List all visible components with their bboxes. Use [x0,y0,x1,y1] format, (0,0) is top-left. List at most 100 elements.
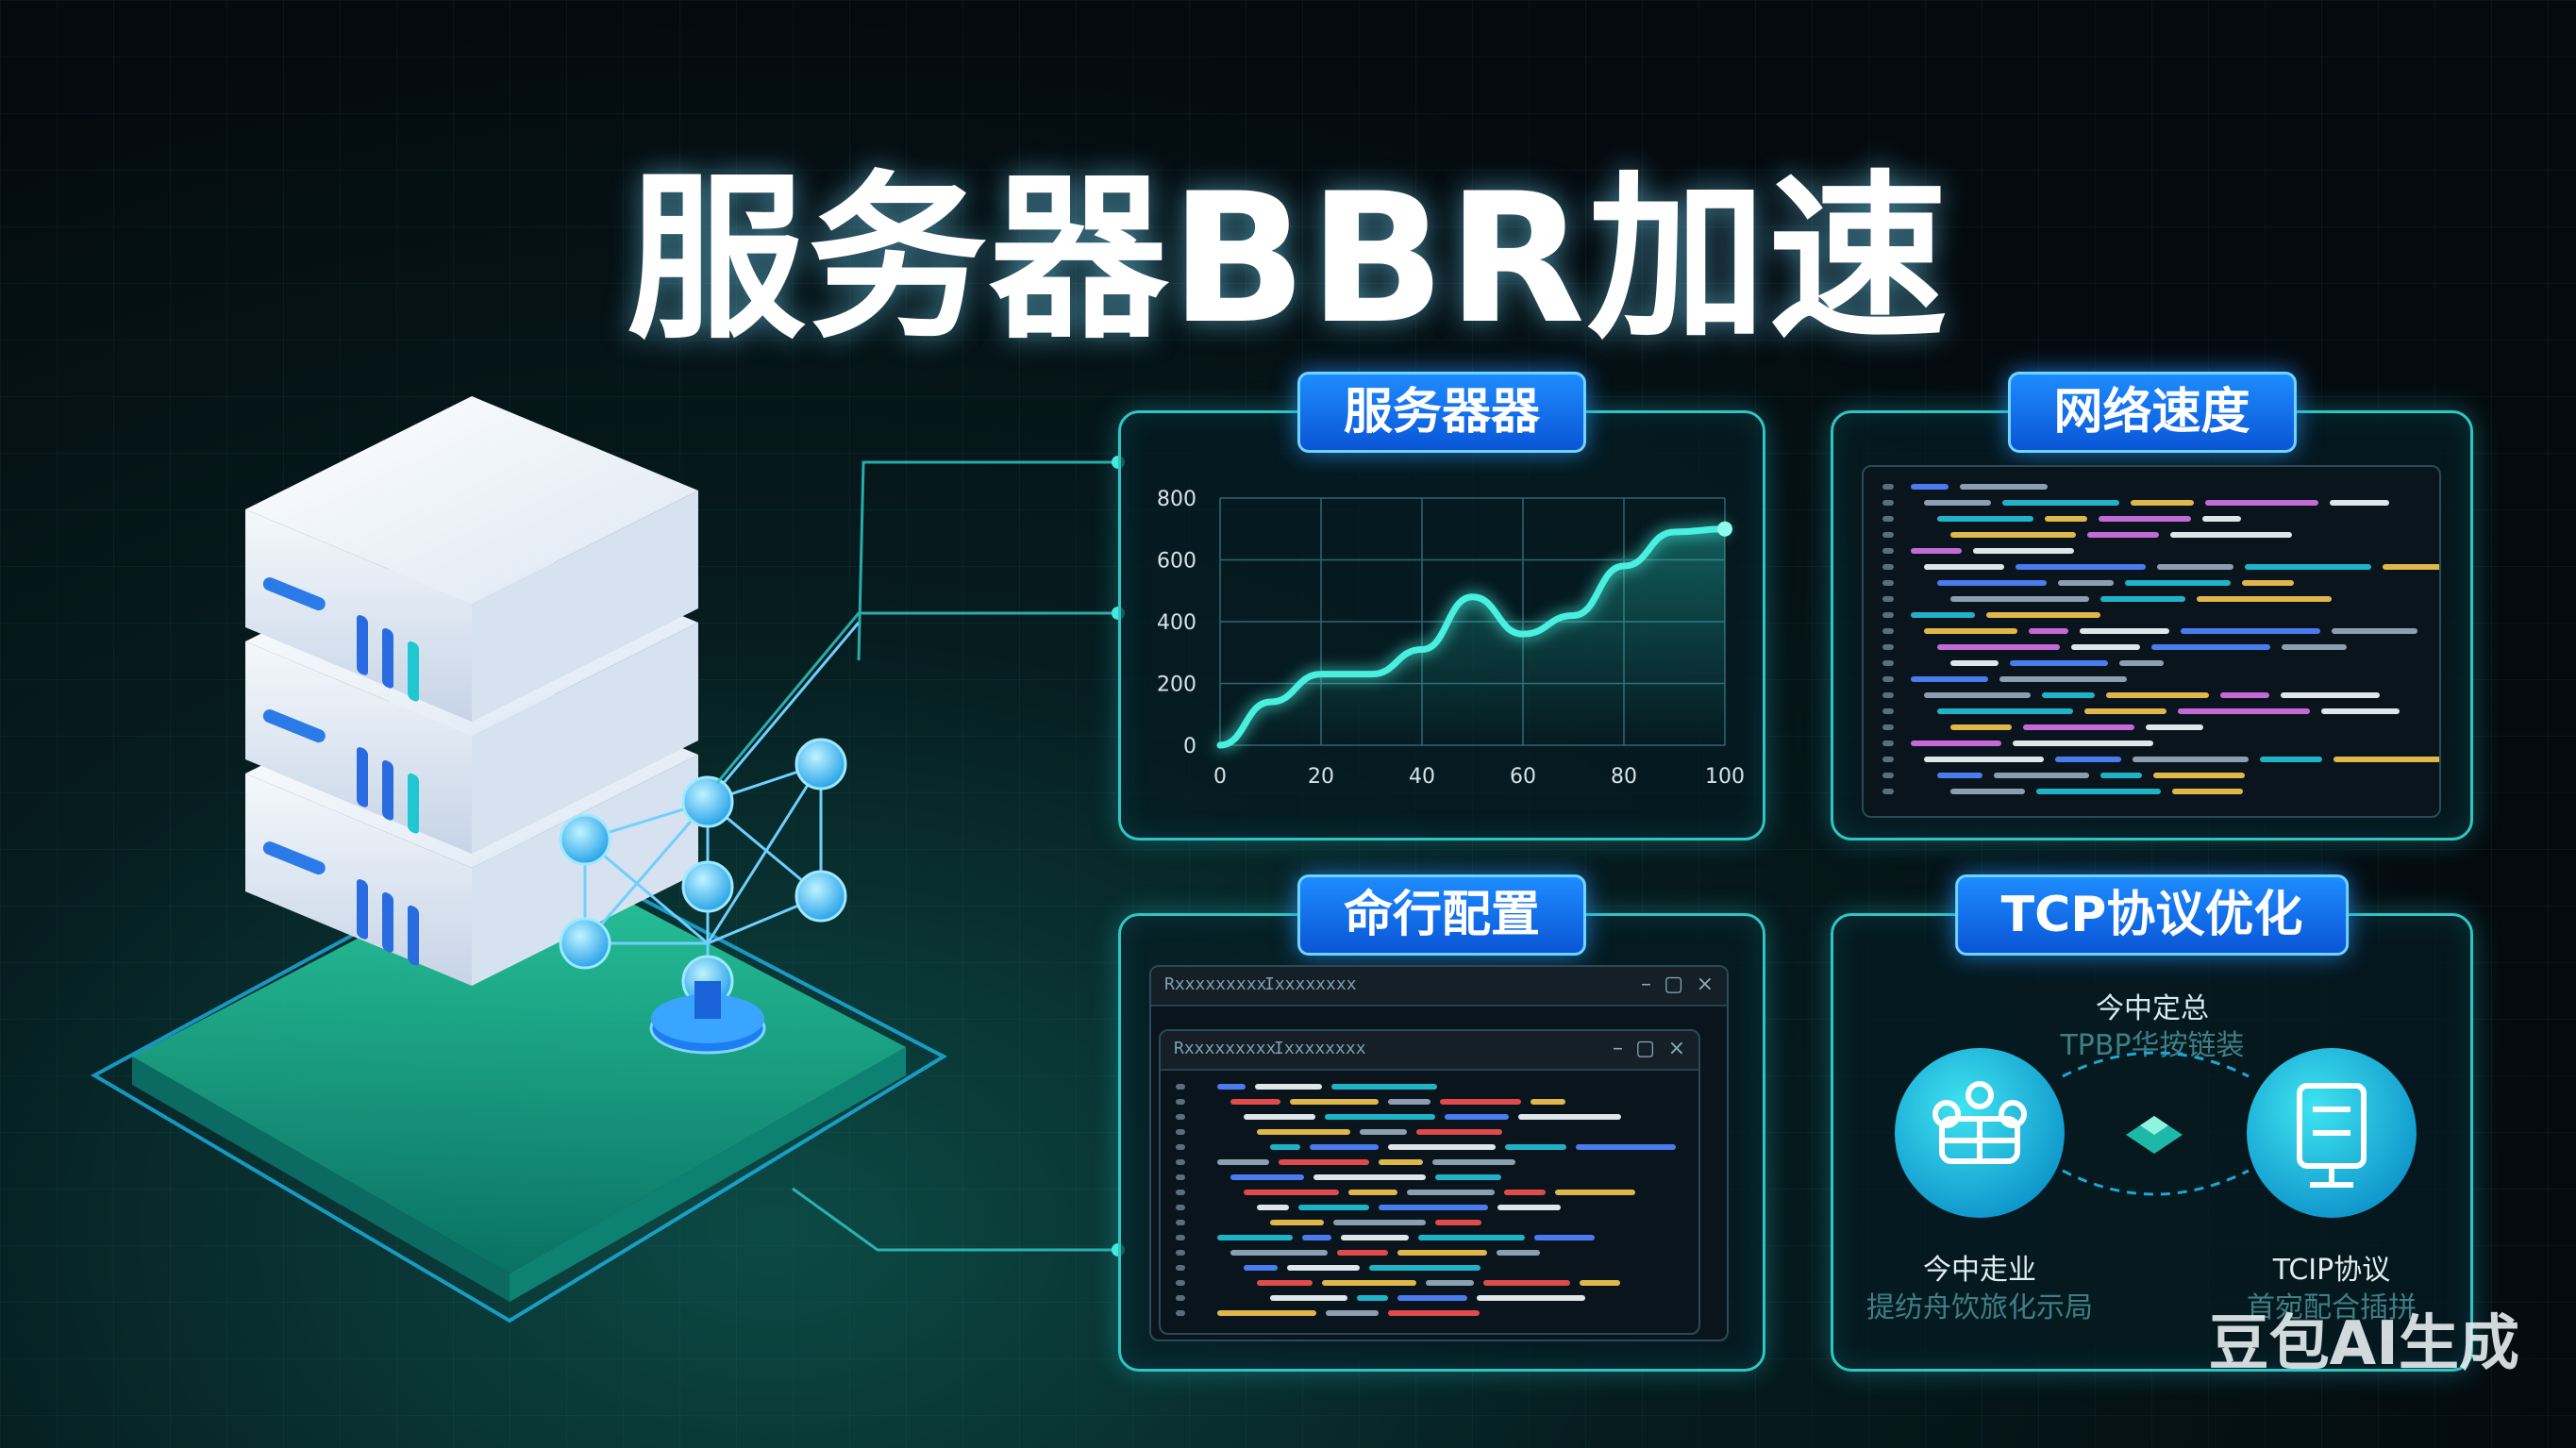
code-token [1331,1084,1437,1090]
back-tab-1[interactable]: Rxxxxxxxxx [1164,974,1267,994]
code-token [1230,1174,1304,1180]
code-token [1279,1159,1369,1165]
code-line-number [1882,516,1894,522]
code-line-number [1882,564,1894,570]
code-token [2282,644,2347,650]
code-token [1257,1205,1289,1210]
code-token [1369,1265,1480,1271]
code-token [1531,1099,1565,1105]
code-token [2055,757,2121,762]
code-token [1937,516,2033,522]
maximize-icon[interactable]: ▢ [1635,1037,1655,1060]
code-token [2333,757,2439,762]
code-token [1379,1205,1488,1210]
code-token [1497,1250,1540,1256]
code-line-number [1176,1159,1185,1165]
code-token [1911,612,1975,618]
code-token [1388,1099,1430,1105]
y-tick-label: 400 [1157,611,1196,635]
close-icon[interactable]: × [1696,973,1714,996]
code-token [1310,1144,1379,1150]
code-line-number [1176,1144,1185,1150]
maximize-icon[interactable]: ▢ [1664,973,1683,996]
back-tab-2[interactable]: Ixxxxxxxx [1264,974,1357,994]
code-token [1924,692,2031,698]
code-token [1937,644,2060,650]
x-tick-label: 0 [1213,765,1227,789]
code-token [2002,500,2119,506]
code-line-number [1176,1295,1185,1301]
code-token [1435,1220,1481,1225]
code-token [1333,1220,1426,1225]
front-tab-1[interactable]: Rxxxxxxxxx [1174,1039,1277,1058]
close-icon[interactable]: × [1667,1037,1685,1060]
code-token [2133,757,2249,762]
code-token [1326,1310,1379,1316]
code-token [1924,500,1991,506]
code-token [1950,596,2089,602]
tcp-panel-label: TCP协议优化 [1954,874,2350,956]
code-token [1244,1114,1315,1120]
code-token [2383,564,2439,570]
code-line-number [1176,1174,1185,1180]
code-line-number [1882,500,1894,506]
minimize-icon[interactable]: – [1641,973,1651,996]
series-area [1220,528,1725,745]
code-token [1337,1250,1388,1256]
code-line-number [1176,1190,1185,1195]
code-line-number [1176,1280,1185,1286]
code-token [1911,484,1949,490]
code-token [1217,1235,1293,1240]
code-line-number [1882,724,1894,730]
code-token [2321,708,2400,714]
code-token [1994,773,2089,778]
code-token [2029,628,2068,634]
code-token [1257,1129,1350,1135]
code-line-number [1176,1099,1185,1105]
code-line-number [1176,1084,1185,1090]
code-token [1217,1084,1246,1090]
code-token [1341,1235,1409,1240]
tcp-top-title: 今中定总 [2096,992,2209,1025]
server-stack [245,396,698,986]
code-token [1244,1190,1339,1195]
code-token [2281,692,2380,698]
code-token [2205,500,2318,506]
code-line-number [1882,757,1894,762]
code-token [2010,660,2108,666]
code-token [2332,628,2417,634]
x-tick-label: 80 [1611,765,1637,789]
code-token [1416,1129,1502,1135]
code-token [1950,789,2025,794]
front-tab-2[interactable]: Ixxxxxxxx [1274,1039,1366,1058]
series-endpoint [1717,521,1732,537]
tcp-left-title: 今中走业 [1923,1254,2036,1287]
code-token [1504,1190,1546,1195]
code-token [1325,1114,1435,1120]
tcp-left-subtitle: 提纺舟饮旅化示局 [1866,1291,2093,1324]
code-token [2146,724,2203,730]
code-token [1937,708,2073,714]
code-token [1230,1099,1280,1105]
code-token [2202,516,2241,522]
code-line-number [1882,612,1894,618]
code-token [1445,1114,1509,1120]
minimize-icon[interactable]: – [1613,1037,1623,1060]
code-token [1518,1114,1621,1120]
speed-code-window [1862,465,2441,818]
code-line-number [1882,644,1894,650]
code-token [2058,580,2114,586]
code-token [1483,1280,1570,1286]
code-token [1360,1129,1407,1135]
code-line-number [1882,789,1894,794]
code-token [2330,500,2389,506]
code-token [2119,660,2164,666]
code-token [2242,580,2294,586]
code-token [1580,1280,1620,1286]
x-tick-label: 100 [1705,765,1745,789]
code-token [1379,1159,1423,1165]
code-token [2013,741,2153,746]
code-line-number [1176,1250,1185,1256]
code-token [2071,644,2140,650]
code-token [2197,596,2332,602]
